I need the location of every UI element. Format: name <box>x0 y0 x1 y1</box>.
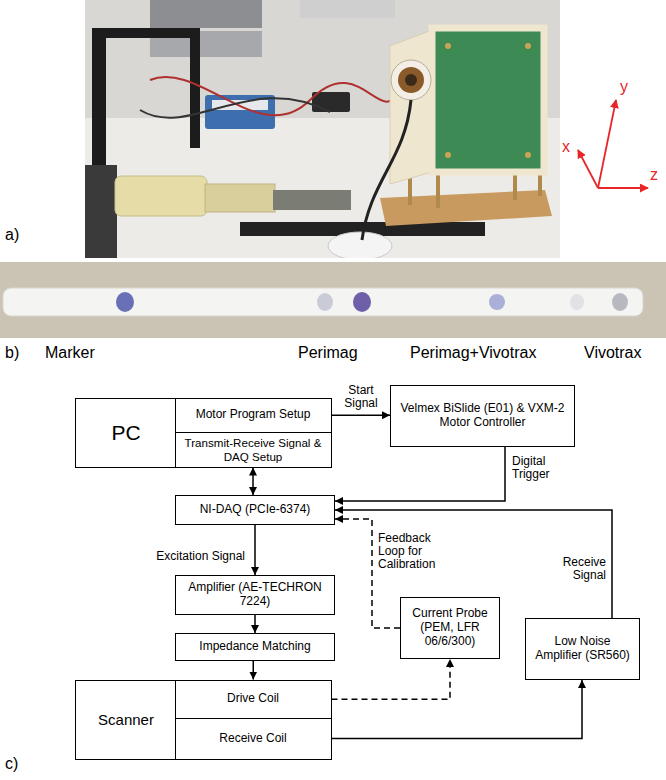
sample-label: Vivotrax <box>584 344 642 362</box>
signal-label: Feedback Loop for Calibration <box>378 532 450 572</box>
connector-arrow <box>254 525 256 575</box>
connector-arrow <box>335 447 505 501</box>
printer-frame <box>190 28 200 148</box>
signal-label: Start Signal <box>335 384 387 410</box>
process-box: Current Probe (PEM, LFR 06/6/300) <box>400 597 500 659</box>
box-label: Low Noise Amplifier (SR560) <box>530 635 635 663</box>
sample-holder <box>115 176 207 216</box>
box-label: Scanner <box>76 681 176 759</box>
rod-photo <box>0 262 666 338</box>
process-box: NI-DAQ (PCIe-6374) <box>175 495 335 525</box>
printer-frame <box>92 28 200 38</box>
connector-arrow <box>254 615 256 633</box>
sample-dot <box>317 293 333 311</box>
daq-box <box>205 95 275 129</box>
photo-ground <box>0 262 666 338</box>
connector-arrow <box>332 415 391 417</box>
sample-label: Perimag <box>298 344 358 362</box>
sample-label: Marker <box>45 344 95 362</box>
cable-puck <box>328 232 392 258</box>
box-label: Motor Program Setup <box>196 408 311 422</box>
axis-arrow <box>598 187 648 189</box>
box-label: PC <box>76 399 176 467</box>
group-box: PC Motor Program SetupTransmit-Receive Si… <box>75 398 332 468</box>
axis-label: x <box>562 138 570 156</box>
shelf <box>300 0 395 18</box>
bore-hole <box>405 74 417 86</box>
box-label: Velmex BiSlide (E01) & VXM-2 Motor Contr… <box>395 402 570 430</box>
axis-label: z <box>650 166 658 184</box>
group-box: Scanner Drive CoilReceive Coil <box>75 680 332 760</box>
process-box: Amplifier (AE-TECHRON 7224) <box>175 575 335 615</box>
box-label: Drive Coil <box>227 692 279 706</box>
box-label: Receive Coil <box>219 732 286 746</box>
sample-dot <box>489 294 505 310</box>
box-label: Amplifier (AE-TECHRON 7224) <box>180 581 330 609</box>
clamp <box>85 165 117 258</box>
sub-box: Receive Coil <box>175 718 332 760</box>
sample-dot <box>353 292 371 312</box>
sample-holder <box>205 184 275 212</box>
sample-dot <box>612 293 628 311</box>
axis-label: y <box>620 78 628 96</box>
sample-label: Perimag+Vivotrax <box>410 344 536 362</box>
bolt <box>445 152 451 158</box>
panel-letter: c) <box>5 755 18 773</box>
sample-dot <box>570 294 584 310</box>
cable <box>140 98 330 118</box>
box-label: Impedance Matching <box>199 640 310 654</box>
bolt <box>525 43 531 49</box>
bore <box>391 60 431 100</box>
rod <box>273 190 351 210</box>
instrument <box>150 0 262 28</box>
process-box: Low Noise Amplifier (SR560) <box>525 618 640 680</box>
connector-arrow <box>252 468 254 496</box>
dashed-connector <box>332 659 451 699</box>
bolt <box>525 152 531 158</box>
sample-rod <box>3 288 643 316</box>
panel-letter: a) <box>5 226 19 244</box>
axis-arrow <box>578 150 598 188</box>
box-label: NI-DAQ (PCIe-6374) <box>200 503 311 517</box>
sub-box: Motor Program Setup <box>175 398 332 434</box>
cable <box>362 100 411 240</box>
process-box: Velmex BiSlide (E01) & VXM-2 Motor Contr… <box>390 385 575 447</box>
box-label: Current Probe (PEM, LFR 06/6/300) <box>405 607 495 648</box>
setup-photo <box>85 0 560 258</box>
sub-box: Transmit-Receive Signal & DAQ Setup <box>175 432 332 468</box>
box-label: Transmit-Receive Signal & DAQ Setup <box>180 436 327 463</box>
scanner-front <box>432 28 544 172</box>
coil <box>398 67 424 93</box>
process-box: Impedance Matching <box>175 633 335 661</box>
connector-arrow <box>253 661 255 680</box>
panel-letter: b) <box>5 344 19 362</box>
sub-box: Drive Coil <box>175 680 332 720</box>
bolt <box>445 43 451 49</box>
axis-arrow <box>598 100 616 188</box>
cable <box>150 77 400 115</box>
probe-box <box>312 92 350 112</box>
wood-base <box>380 190 552 226</box>
signal-label: Excitation Signal <box>133 550 245 563</box>
marker-dot <box>116 292 134 312</box>
signal-label: Digital Trigger <box>512 455 574 481</box>
connector-arrow <box>332 680 583 739</box>
signal-label: Receive Signal <box>548 556 606 582</box>
